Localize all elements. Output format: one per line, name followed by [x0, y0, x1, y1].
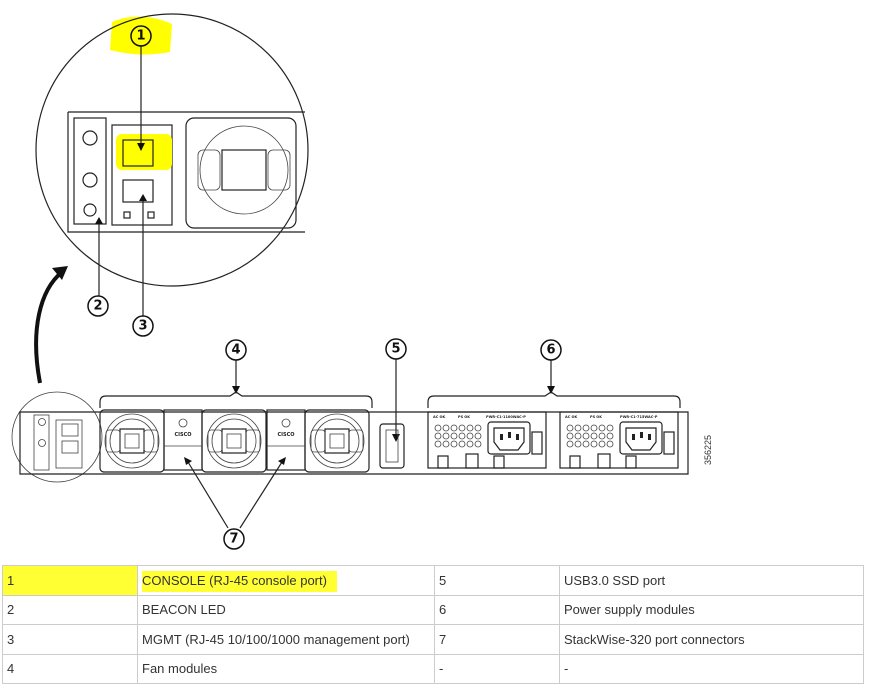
psu-label: PS OK — [458, 415, 470, 419]
psu-label: PS OK — [590, 415, 602, 419]
callout-number: 5 — [434, 565, 560, 596]
callout-3: 3 — [132, 315, 154, 337]
power-supply-1 — [427, 411, 547, 469]
fan-module-2 — [201, 409, 267, 473]
callout-1: 1 — [130, 25, 152, 47]
callout-description: BEACON LED — [137, 594, 435, 625]
magnified-view — [35, 13, 309, 287]
switch-chassis: CISCO CISCO AC OK PS OK PWR-C1-1100WAC-P… — [11, 391, 689, 483]
callout-number: 4 — [2, 653, 138, 684]
switch-rear-panel-diagram: CISCO CISCO AC OK PS OK PWR-C1-1100WAC-P… — [11, 13, 713, 550]
callout-number: 6 — [434, 594, 560, 625]
callout-number: 7 — [434, 624, 560, 655]
svg-text:2: 2 — [93, 299, 102, 314]
svg-text:4: 4 — [231, 343, 240, 358]
callout-4: 4 — [225, 339, 247, 361]
console-port-icon — [122, 139, 154, 167]
callout-number: 2 — [2, 594, 138, 625]
cisco-logo: CISCO — [277, 432, 294, 438]
callout-6: 6 — [540, 339, 562, 361]
callout-description: CONSOLE (RJ-45 console port) — [142, 570, 337, 592]
callout-7: 7 — [223, 528, 245, 550]
callout-description: - — [559, 653, 864, 684]
callout-description: USB3.0 SSD port — [559, 565, 864, 596]
mgmt-port-icon — [122, 179, 154, 203]
figure-id: 356225 — [703, 435, 713, 465]
callout-description: Power supply modules — [559, 594, 864, 625]
callout-description: Fan modules — [137, 653, 435, 684]
svg-text:1: 1 — [136, 29, 145, 44]
callout-description: MGMT (RJ-45 10/100/1000 management port) — [137, 624, 435, 655]
fan-module-1 — [99, 409, 165, 473]
callout-number: 3 — [2, 624, 138, 655]
power-supply-2 — [559, 411, 679, 469]
table-row: 4 Fan modules - - — [2, 653, 864, 684]
console-port-highlight — [116, 134, 172, 170]
callout-2: 2 — [87, 295, 109, 317]
table-row: 2 BEACON LED 6 Power supply modules — [2, 594, 864, 625]
svg-text:5: 5 — [391, 342, 400, 357]
fan-module-3 — [304, 409, 370, 473]
usb-ssd-port-icon — [379, 423, 405, 469]
psu-model-label: PWR-C1-715WAC-P — [620, 415, 658, 419]
callout-legend-table: 1 CONSOLE (RJ-45 console port) 5 USB3.0 … — [2, 565, 864, 684]
svg-text:6: 6 — [546, 343, 555, 358]
svg-text:3: 3 — [138, 319, 147, 334]
leader-lines — [34, 45, 681, 529]
table-row: 1 CONSOLE (RJ-45 console port) 5 USB3.0 … — [2, 565, 864, 596]
svg-text:7: 7 — [229, 532, 238, 547]
callout-number: - — [434, 653, 560, 684]
table-row: 3 MGMT (RJ-45 10/100/1000 management por… — [2, 624, 864, 655]
callout-5: 5 — [385, 338, 407, 360]
psu-label: AC OK — [565, 415, 577, 419]
callout-1-highlight — [110, 16, 172, 55]
psu-label: AC OK — [433, 415, 445, 419]
callout-number: 1 — [2, 565, 138, 596]
cisco-logo: CISCO — [174, 432, 191, 438]
psu-model-label: PWR-C1-1100WAC-P — [486, 415, 526, 419]
beacon-led-icon — [83, 203, 97, 217]
callout-description: StackWise-320 port connectors — [559, 624, 864, 655]
